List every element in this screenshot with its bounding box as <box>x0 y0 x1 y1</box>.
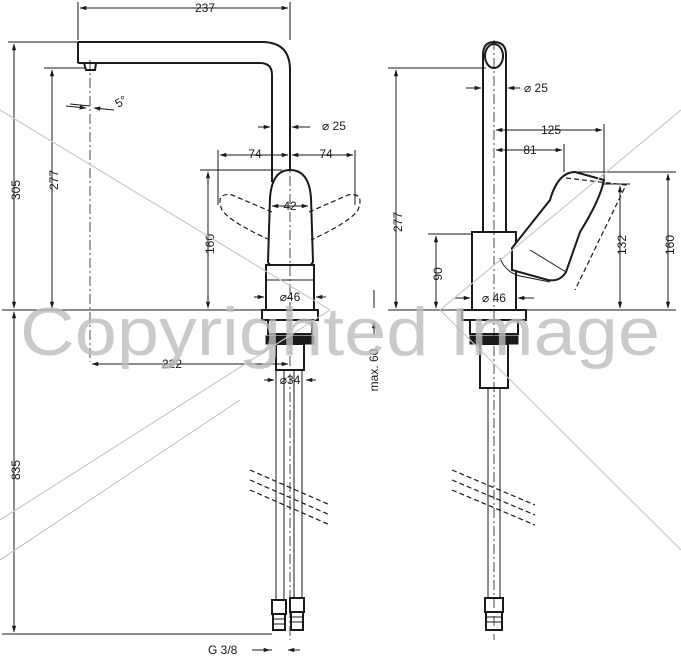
front-total-height-label: 305 <box>9 180 23 200</box>
side-spout-diameter-label: ⌀ 25 <box>524 81 548 95</box>
front-spout-reach-label: 237 <box>195 1 215 15</box>
front-faucet-body <box>77 41 361 640</box>
front-spout-diameter-label: ⌀ 25 <box>322 119 346 133</box>
side-base-diameter-label: ⌀ 46 <box>482 291 506 305</box>
front-aerator-height-label: 277 <box>47 170 61 190</box>
front-hose-length-label: 835 <box>9 460 23 480</box>
front-outlet-offset-label: 222 <box>162 357 182 371</box>
front-connection-thread-label: G 3/8 <box>208 643 238 657</box>
side-lever-base-height-label: 90 <box>431 267 445 281</box>
front-max-thickness-label: max. 60 <box>367 348 381 391</box>
front-lever-swing-right-label: 74 <box>319 147 333 161</box>
front-shank-diameter-label: ⌀34 <box>280 373 301 387</box>
front-view: 237 305 277 5° ⌀ 25 74 74 <box>2 1 381 657</box>
front-handle-width-label: 42 <box>283 199 297 213</box>
front-base-diameter-label: ⌀46 <box>280 290 301 304</box>
side-lever-offset-label: 81 <box>523 143 537 157</box>
side-lever-height-label: 132 <box>615 235 629 255</box>
front-spout-angle-label: 5° <box>113 93 130 111</box>
side-view: ⌀ 25 277 125 81 160 132 90 <box>388 40 677 640</box>
front-lever-swing-left-label: 74 <box>248 147 262 161</box>
side-lever-reach-label: 125 <box>541 123 561 137</box>
side-faucet-body <box>451 40 627 640</box>
side-handle-height-label: 160 <box>663 235 677 255</box>
watermark: Copyrighted Image <box>0 109 681 561</box>
front-dimensions: 237 305 277 5° ⌀ 25 74 74 <box>2 1 381 657</box>
watermark-text: Copyrighted Image <box>20 294 660 370</box>
side-dimensions: ⌀ 25 277 125 81 160 132 90 <box>388 67 677 311</box>
side-aerator-height-label: 277 <box>391 212 405 232</box>
